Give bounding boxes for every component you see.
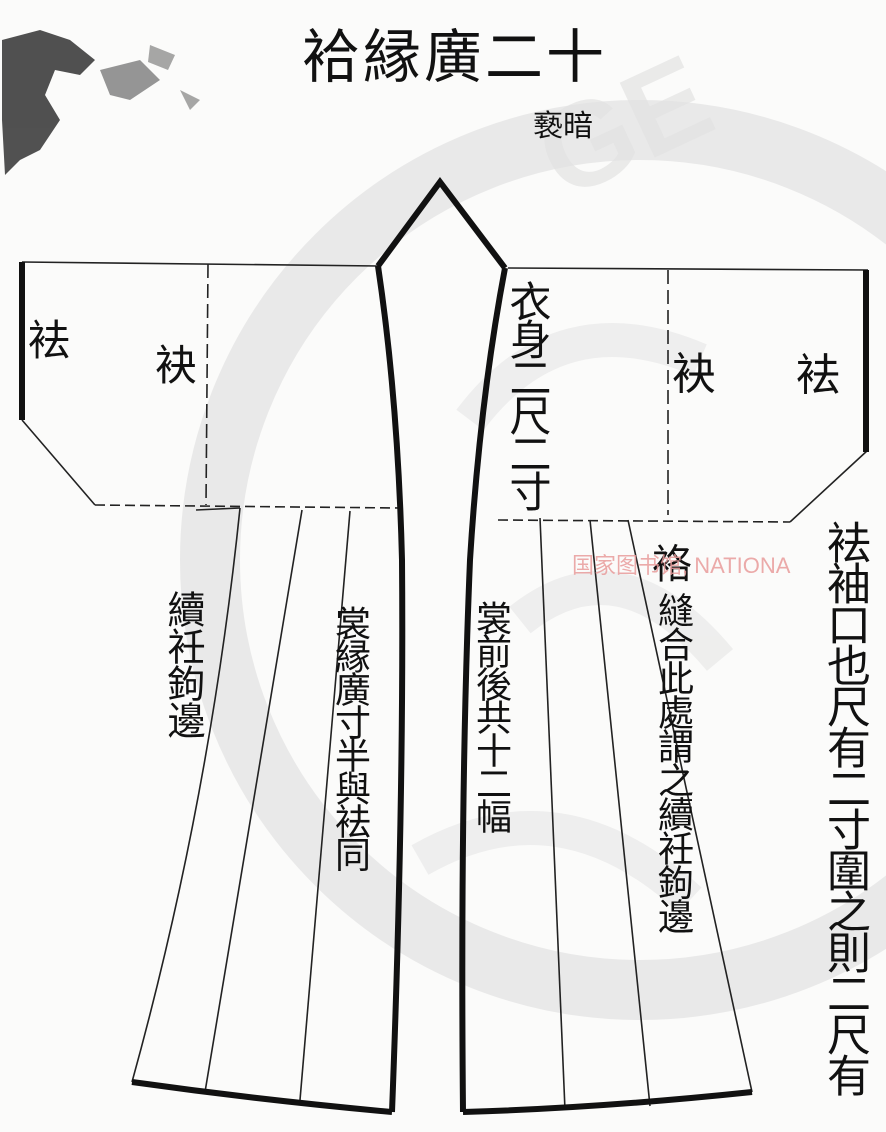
label-right-sleeve: 袂 [672,349,716,400]
label-continued-lapel: 續衽鉤邊 [161,590,205,738]
annotation-cuff-measure: 袪袖口也尺有二寸圍之則二尺有 [819,520,870,1094]
label-body-length: 衣身二尺二寸 [503,280,552,508]
title-subnote: 䙝暗 [533,109,593,144]
label-skirt-panels: 裳前後共十二幅 [470,600,511,831]
library-stamp-text: 国家图书馆, NATIONA [572,553,791,578]
label-left-cuff: 袪 [28,316,71,365]
right-skirt [539,517,753,1111]
left-skirt-hem [131,1079,393,1115]
label-skirt-border: 裳縁廣寸半與袪同 [329,605,370,869]
label-seam-note: 縫合此處謂之續衽鉤邊 [652,592,693,932]
right-sleeve [497,267,869,523]
page-title: 袷縁廣二十 [302,23,608,91]
left-skirt [131,507,351,1101]
ink-smudge [2,30,200,175]
left-sleeve [21,261,401,509]
collar [375,176,508,1113]
label-right-cuff: 袪 [796,350,840,401]
right-skirt-hem [462,1089,753,1115]
label-left-sleeve: 袂 [155,341,198,390]
label-armpit-gusset: 袼 [652,542,692,588]
